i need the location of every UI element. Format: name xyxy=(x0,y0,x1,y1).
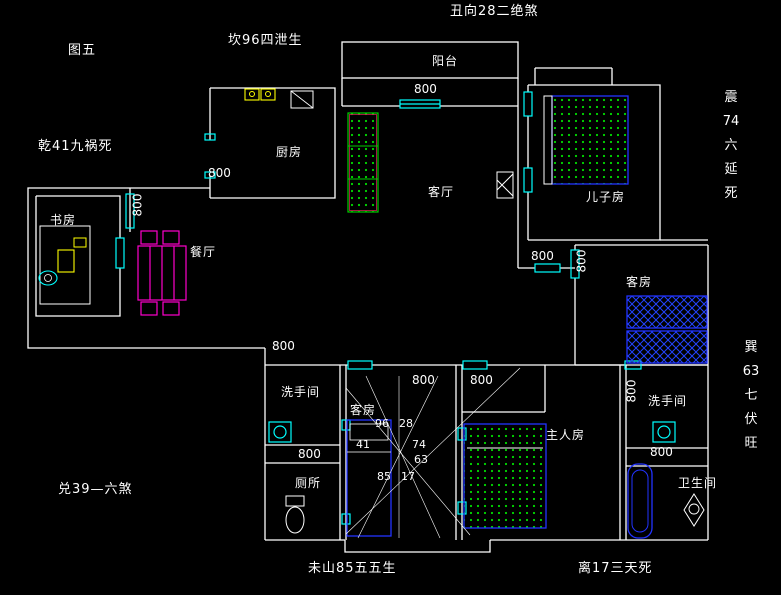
dimension-800: 800 xyxy=(624,379,639,403)
room-label-guest-right: 客房 xyxy=(626,275,653,289)
compass-lines xyxy=(345,367,521,539)
chair-icon xyxy=(140,301,158,316)
annotation-qian: 乾41九祸死 xyxy=(38,139,113,154)
keyboard-icon xyxy=(73,237,87,248)
study-furniture xyxy=(38,225,91,305)
room-label-master: 主人房 xyxy=(546,428,586,442)
son-bed xyxy=(551,95,629,185)
compass-number-28: 28 xyxy=(399,417,413,430)
annotation-figure: 图五 xyxy=(68,43,97,58)
guest-center-pillow xyxy=(349,423,389,441)
room-label-toilet: 厕所 xyxy=(295,476,322,490)
compass-number-96: 96 xyxy=(375,417,389,430)
dimension-800: 800 xyxy=(470,373,493,387)
annotation-chou: 丑向28二绝煞 xyxy=(450,4,539,19)
annotation-xun: 巽 63 七 伏 旺 xyxy=(742,340,760,451)
master-bed xyxy=(463,423,547,529)
chair-icon xyxy=(162,301,180,316)
guest-right-bed-1 xyxy=(626,295,708,329)
beds xyxy=(346,95,708,537)
room-label-son-room: 儿子房 xyxy=(586,190,626,204)
room-label-guest-center: 客房 xyxy=(350,403,377,417)
annotation-li: 离17三天死 xyxy=(578,561,653,576)
annotation-dui: 兑39—六煞 xyxy=(58,482,133,497)
bathroom-fixtures xyxy=(285,463,705,539)
annotation-zhen: 震 74 六 延 死 xyxy=(722,90,740,201)
compass-number-74: 74 xyxy=(412,438,426,451)
dimension-800: 800 xyxy=(414,82,437,96)
plant-cabinet xyxy=(347,112,379,213)
dimension-800: 800 xyxy=(298,447,321,461)
bathtub-icon xyxy=(627,463,653,539)
walls xyxy=(27,41,709,553)
kitchen-fixtures xyxy=(244,88,314,109)
kitchen-counter-icon xyxy=(290,90,314,109)
compass-number-41: 41 xyxy=(356,438,370,451)
room-label-bathroom: 卫生间 xyxy=(678,476,718,490)
room-label-study: 书房 xyxy=(50,213,77,227)
room-label-living-room: 客厅 xyxy=(428,185,455,199)
speaker-icon xyxy=(496,171,514,199)
dimension-800: 800 xyxy=(130,193,145,217)
toilet-bowl-icon xyxy=(285,506,305,534)
chair-icon xyxy=(162,230,180,245)
toilet-tank-icon xyxy=(285,495,305,507)
room-label-dining: 餐厅 xyxy=(190,245,217,259)
dimension-800: 800 xyxy=(272,339,295,353)
dimension-800: 800 xyxy=(574,249,589,273)
dimension-800: 800 xyxy=(531,249,554,263)
annotation-wei: 未山85五五生 xyxy=(308,561,397,576)
stove-burner-icon xyxy=(260,88,276,101)
chair-icon xyxy=(140,230,158,245)
bathtub-inner xyxy=(631,469,649,533)
chair-icon xyxy=(38,270,58,286)
room-label-washroom-right: 洗手间 xyxy=(648,394,688,408)
compass-number-85: 85 xyxy=(377,470,391,483)
guest-right-bed-2 xyxy=(626,330,708,364)
compass-number-17: 17 xyxy=(401,470,415,483)
desk-icon xyxy=(39,225,91,305)
stove-burner-icon xyxy=(244,88,260,101)
room-label-balcony: 阳台 xyxy=(432,54,459,68)
guest-center-bed xyxy=(346,419,392,537)
room-label-washroom-left: 洗手间 xyxy=(281,385,321,399)
annotation-kan: 坎96四泄生 xyxy=(228,33,303,48)
dimension-800: 800 xyxy=(208,166,231,180)
toilet-icon xyxy=(683,493,705,527)
room-label-kitchen: 厨房 xyxy=(276,145,303,159)
dimension-800: 800 xyxy=(650,445,673,459)
dimension-800: 800 xyxy=(412,373,435,387)
compass-number-63: 63 xyxy=(414,453,428,466)
sink-fixtures xyxy=(268,421,676,443)
dining-set xyxy=(137,230,187,316)
monitor-icon xyxy=(57,249,75,273)
son-bed-headboard xyxy=(543,95,553,185)
